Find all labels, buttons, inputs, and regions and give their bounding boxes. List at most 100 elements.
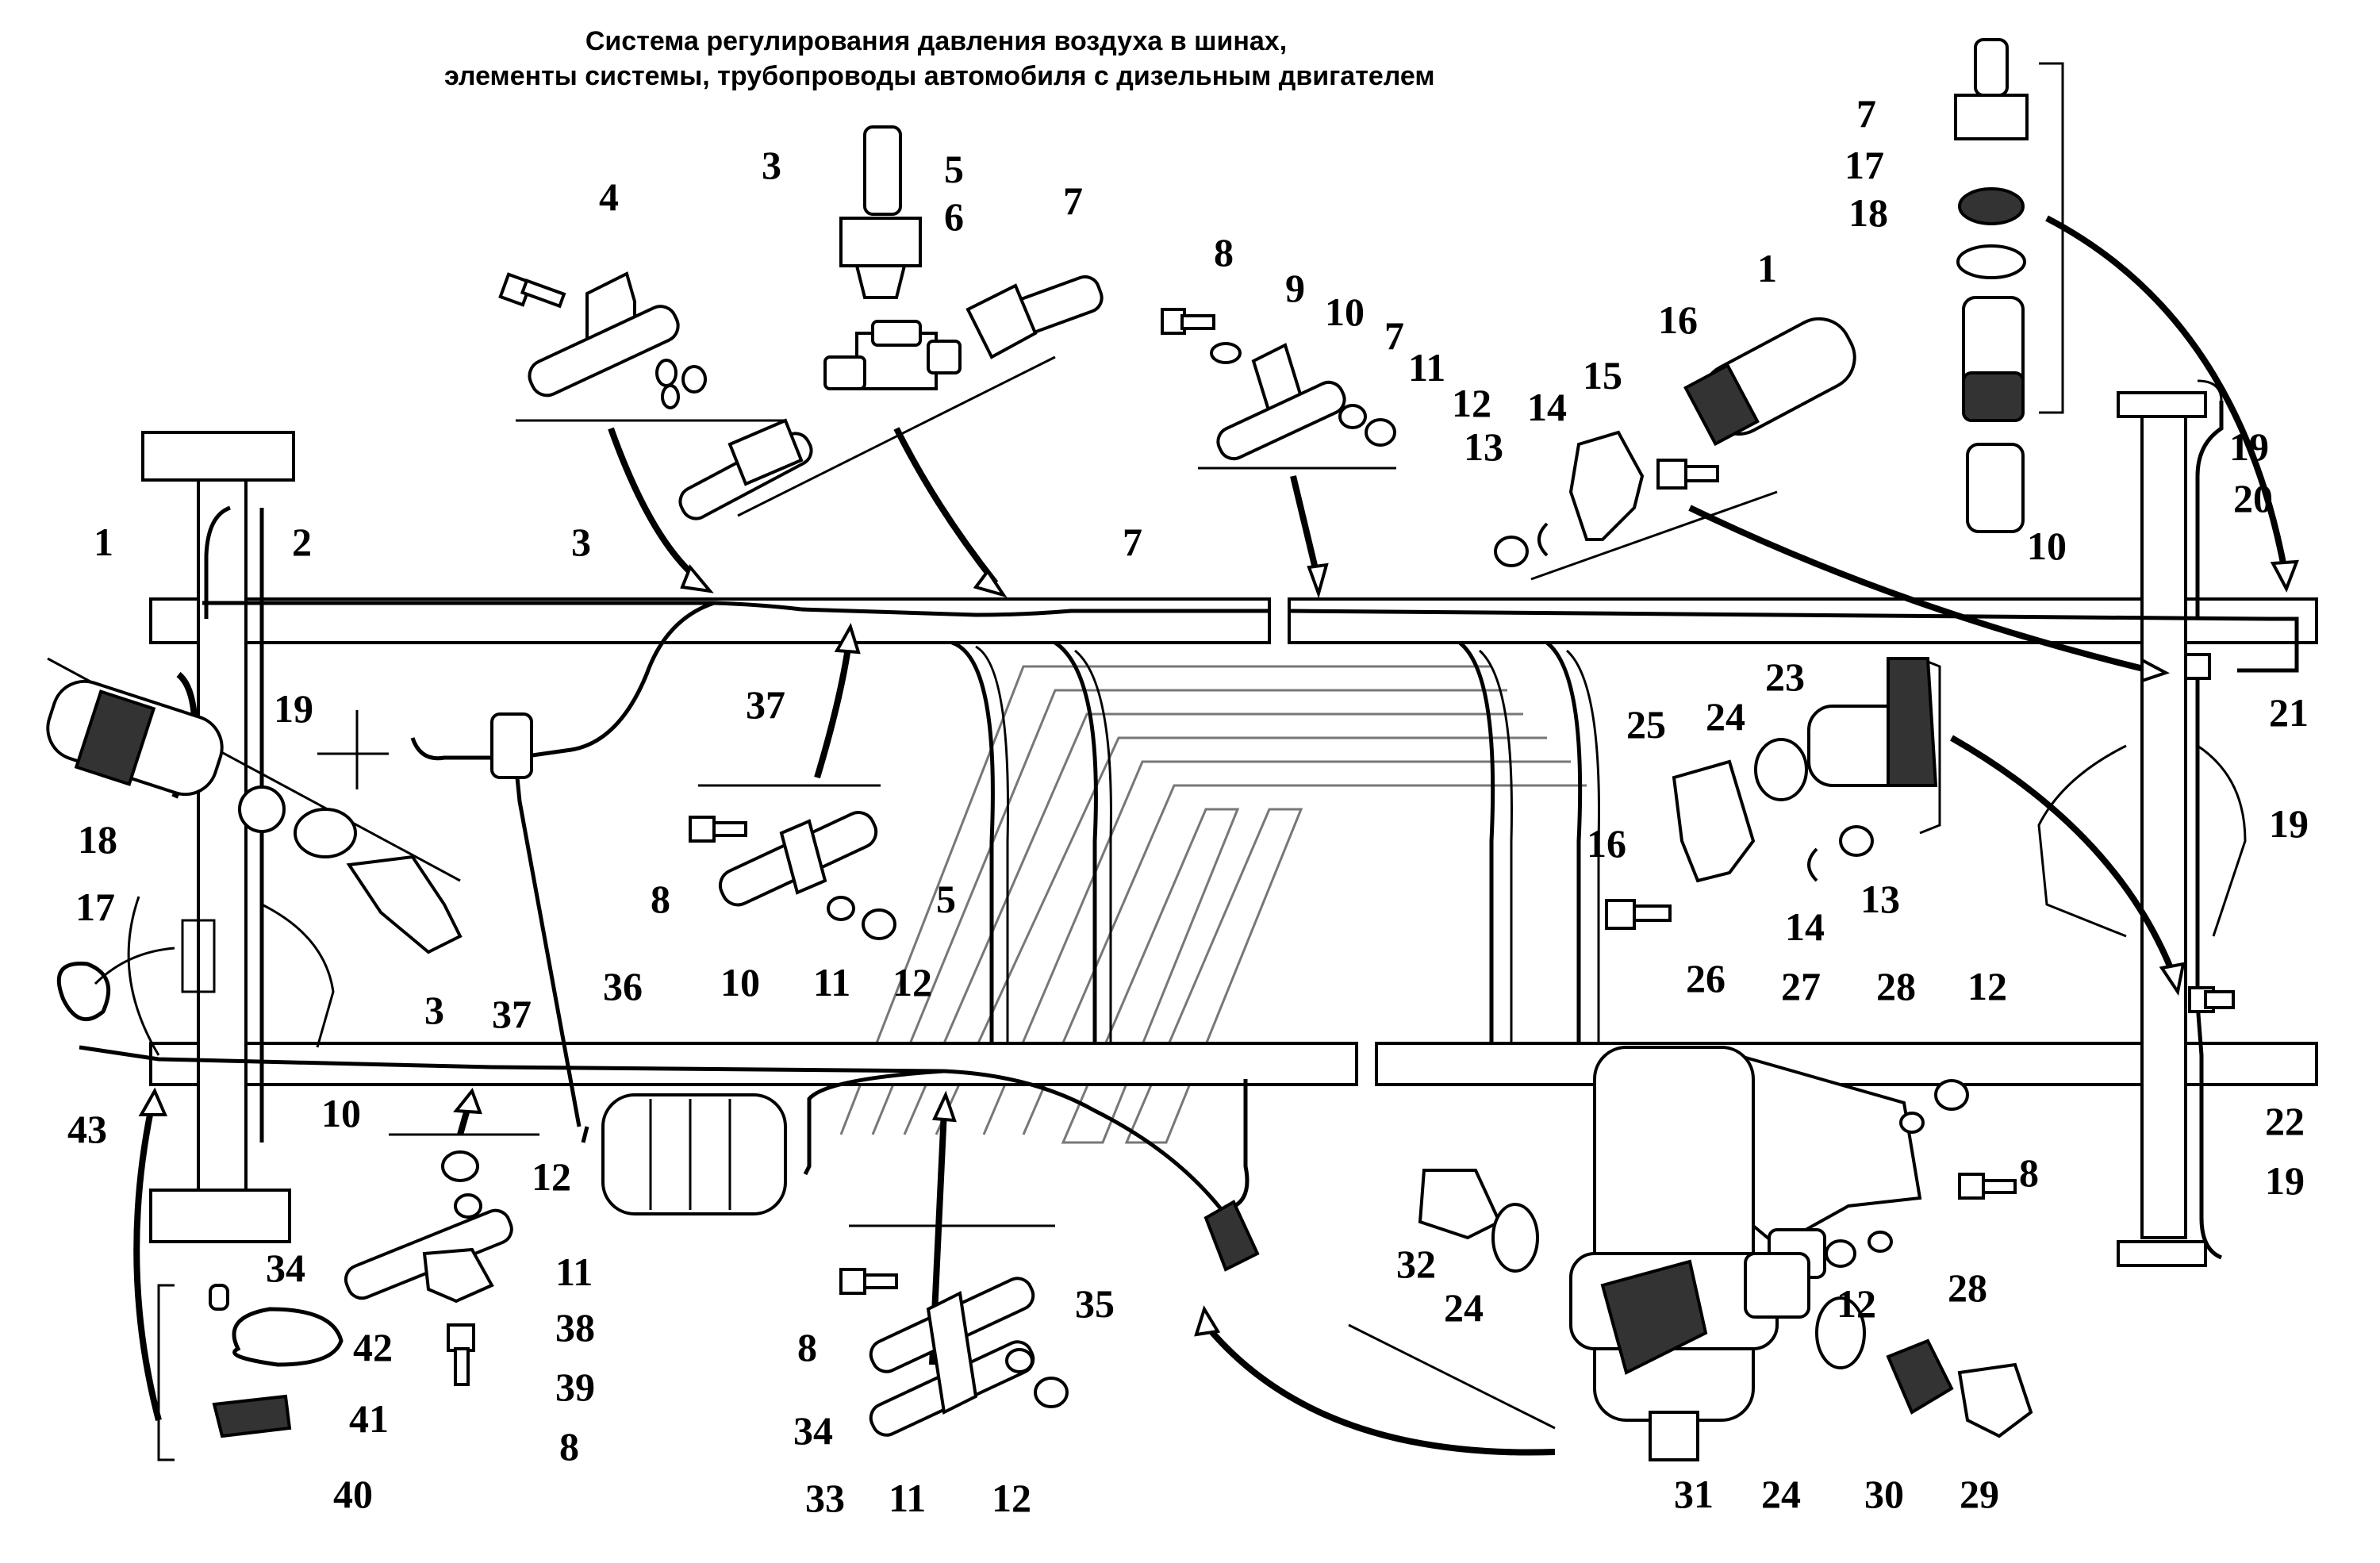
washer-11-bottom [1005, 1348, 1034, 1373]
label-7: 7 [1063, 179, 1083, 223]
washer-11 [1338, 404, 1367, 429]
label-8: 8 [2019, 1150, 2039, 1195]
ring-24-right [1815, 1296, 1866, 1369]
rear-axle [2140, 395, 2187, 1239]
washer-14-lower [1807, 847, 1818, 882]
pipe-7-upper [800, 607, 1269, 617]
label-2: 2 [292, 520, 312, 564]
ring-24-left [1491, 1203, 1539, 1273]
label-34: 34 [793, 1408, 833, 1453]
label-9: 9 [1285, 266, 1305, 310]
bolt-16-lower [1605, 899, 1636, 930]
clamp-40 [212, 1394, 292, 1438]
tap-valve [1203, 1200, 1260, 1272]
label-10: 10 [1325, 290, 1365, 334]
label-15: 15 [1583, 353, 1622, 397]
label-11: 11 [889, 1476, 926, 1520]
title-line-2: элементы системы, трубопроводы автомобил… [444, 61, 1435, 91]
label-40: 40 [333, 1472, 373, 1516]
label-8: 8 [651, 877, 670, 921]
label-25: 25 [1626, 702, 1666, 747]
label-36: 36 [603, 964, 643, 1008]
nut-17-left [294, 808, 357, 858]
bolt-8-bottom [839, 1268, 866, 1295]
label-3: 3 [424, 988, 444, 1032]
cross-member-2 [1054, 640, 1098, 1043]
nut-13-lower [1839, 825, 1874, 857]
pipe-from-valve [515, 601, 715, 760]
label-42: 42 [353, 1325, 393, 1369]
ring-24 [1754, 738, 1808, 801]
pipe-3-upper [202, 601, 802, 612]
nut-12-lower [1825, 1239, 1856, 1268]
regulator-31 [1593, 1046, 1755, 1422]
label-28: 28 [1876, 964, 1916, 1008]
label-12: 12 [892, 960, 932, 1004]
diagram-title: Система регулирования давления воздуха в… [444, 24, 1435, 94]
nut-12-bottom [1034, 1377, 1069, 1408]
valve-front [490, 712, 533, 779]
label-10: 10 [2027, 524, 2067, 568]
label-24: 24 [1761, 1472, 1801, 1516]
fitting-30 [1886, 1338, 1954, 1415]
label-8: 8 [559, 1424, 579, 1469]
washer-18 [1956, 244, 2026, 279]
fitting-32 [1418, 1169, 1502, 1240]
washer-11-left [454, 1193, 482, 1219]
watermark-logo [839, 665, 1587, 1144]
tube-3 [528, 305, 680, 397]
label-38: 38 [555, 1305, 595, 1350]
nut-12-left [441, 1150, 479, 1182]
label-18: 18 [1848, 190, 1888, 235]
label-37: 37 [492, 992, 532, 1036]
label-20: 20 [2233, 476, 2273, 520]
rivet-42 [209, 1284, 229, 1311]
nut-12 [1365, 418, 1396, 447]
bolt-shank [520, 278, 566, 309]
pipe-20 [2195, 401, 2224, 619]
component-parts [46, 38, 2033, 1461]
clamp-41 [232, 1307, 344, 1367]
label-10: 10 [321, 1091, 361, 1135]
label-39: 39 [555, 1365, 595, 1409]
frame-rail-upper [149, 597, 1271, 644]
label-12: 12 [1837, 1281, 1876, 1326]
label-10: 10 [720, 960, 760, 1004]
label-29: 29 [1960, 1472, 1999, 1516]
label-1: 1 [1757, 246, 1777, 290]
nut-17 [1958, 187, 2025, 225]
label-26: 26 [1686, 956, 1726, 1000]
label-7: 7 [1856, 91, 1876, 136]
label-11: 11 [813, 960, 850, 1004]
label-22: 22 [2265, 1099, 2305, 1143]
label-12: 12 [1967, 964, 2007, 1008]
nut-12-center [862, 908, 896, 940]
label-5: 5 [936, 877, 956, 921]
label-5: 5 [944, 147, 964, 191]
front-wheel-bottom [149, 1189, 291, 1243]
label-4: 4 [599, 175, 619, 219]
label-12: 12 [532, 1154, 571, 1199]
label-7: 7 [1123, 520, 1142, 564]
label-19: 19 [2229, 424, 2269, 469]
label-13: 13 [1464, 424, 1503, 469]
bolt-8-center [689, 816, 716, 843]
label-37: 37 [746, 682, 785, 727]
label-24: 24 [1706, 694, 1745, 739]
label-17: 17 [75, 885, 115, 929]
elbow-29 [1957, 1362, 2033, 1438]
label-35: 35 [1075, 1281, 1115, 1326]
rear-axle-top [2117, 391, 2207, 418]
label-30: 30 [1864, 1472, 1904, 1516]
label-16: 16 [1587, 821, 1626, 866]
washer-14 [1537, 522, 1549, 557]
label-18: 18 [78, 817, 117, 862]
label-24: 24 [1444, 1285, 1484, 1330]
cross-member-1 [951, 640, 995, 1043]
nut-12-right [1934, 1079, 1969, 1111]
cross-member-4 [1545, 641, 1583, 1043]
nut-13 [1494, 536, 1529, 567]
label-17: 17 [1844, 143, 1884, 187]
washer-28-lower [1868, 1231, 1893, 1253]
